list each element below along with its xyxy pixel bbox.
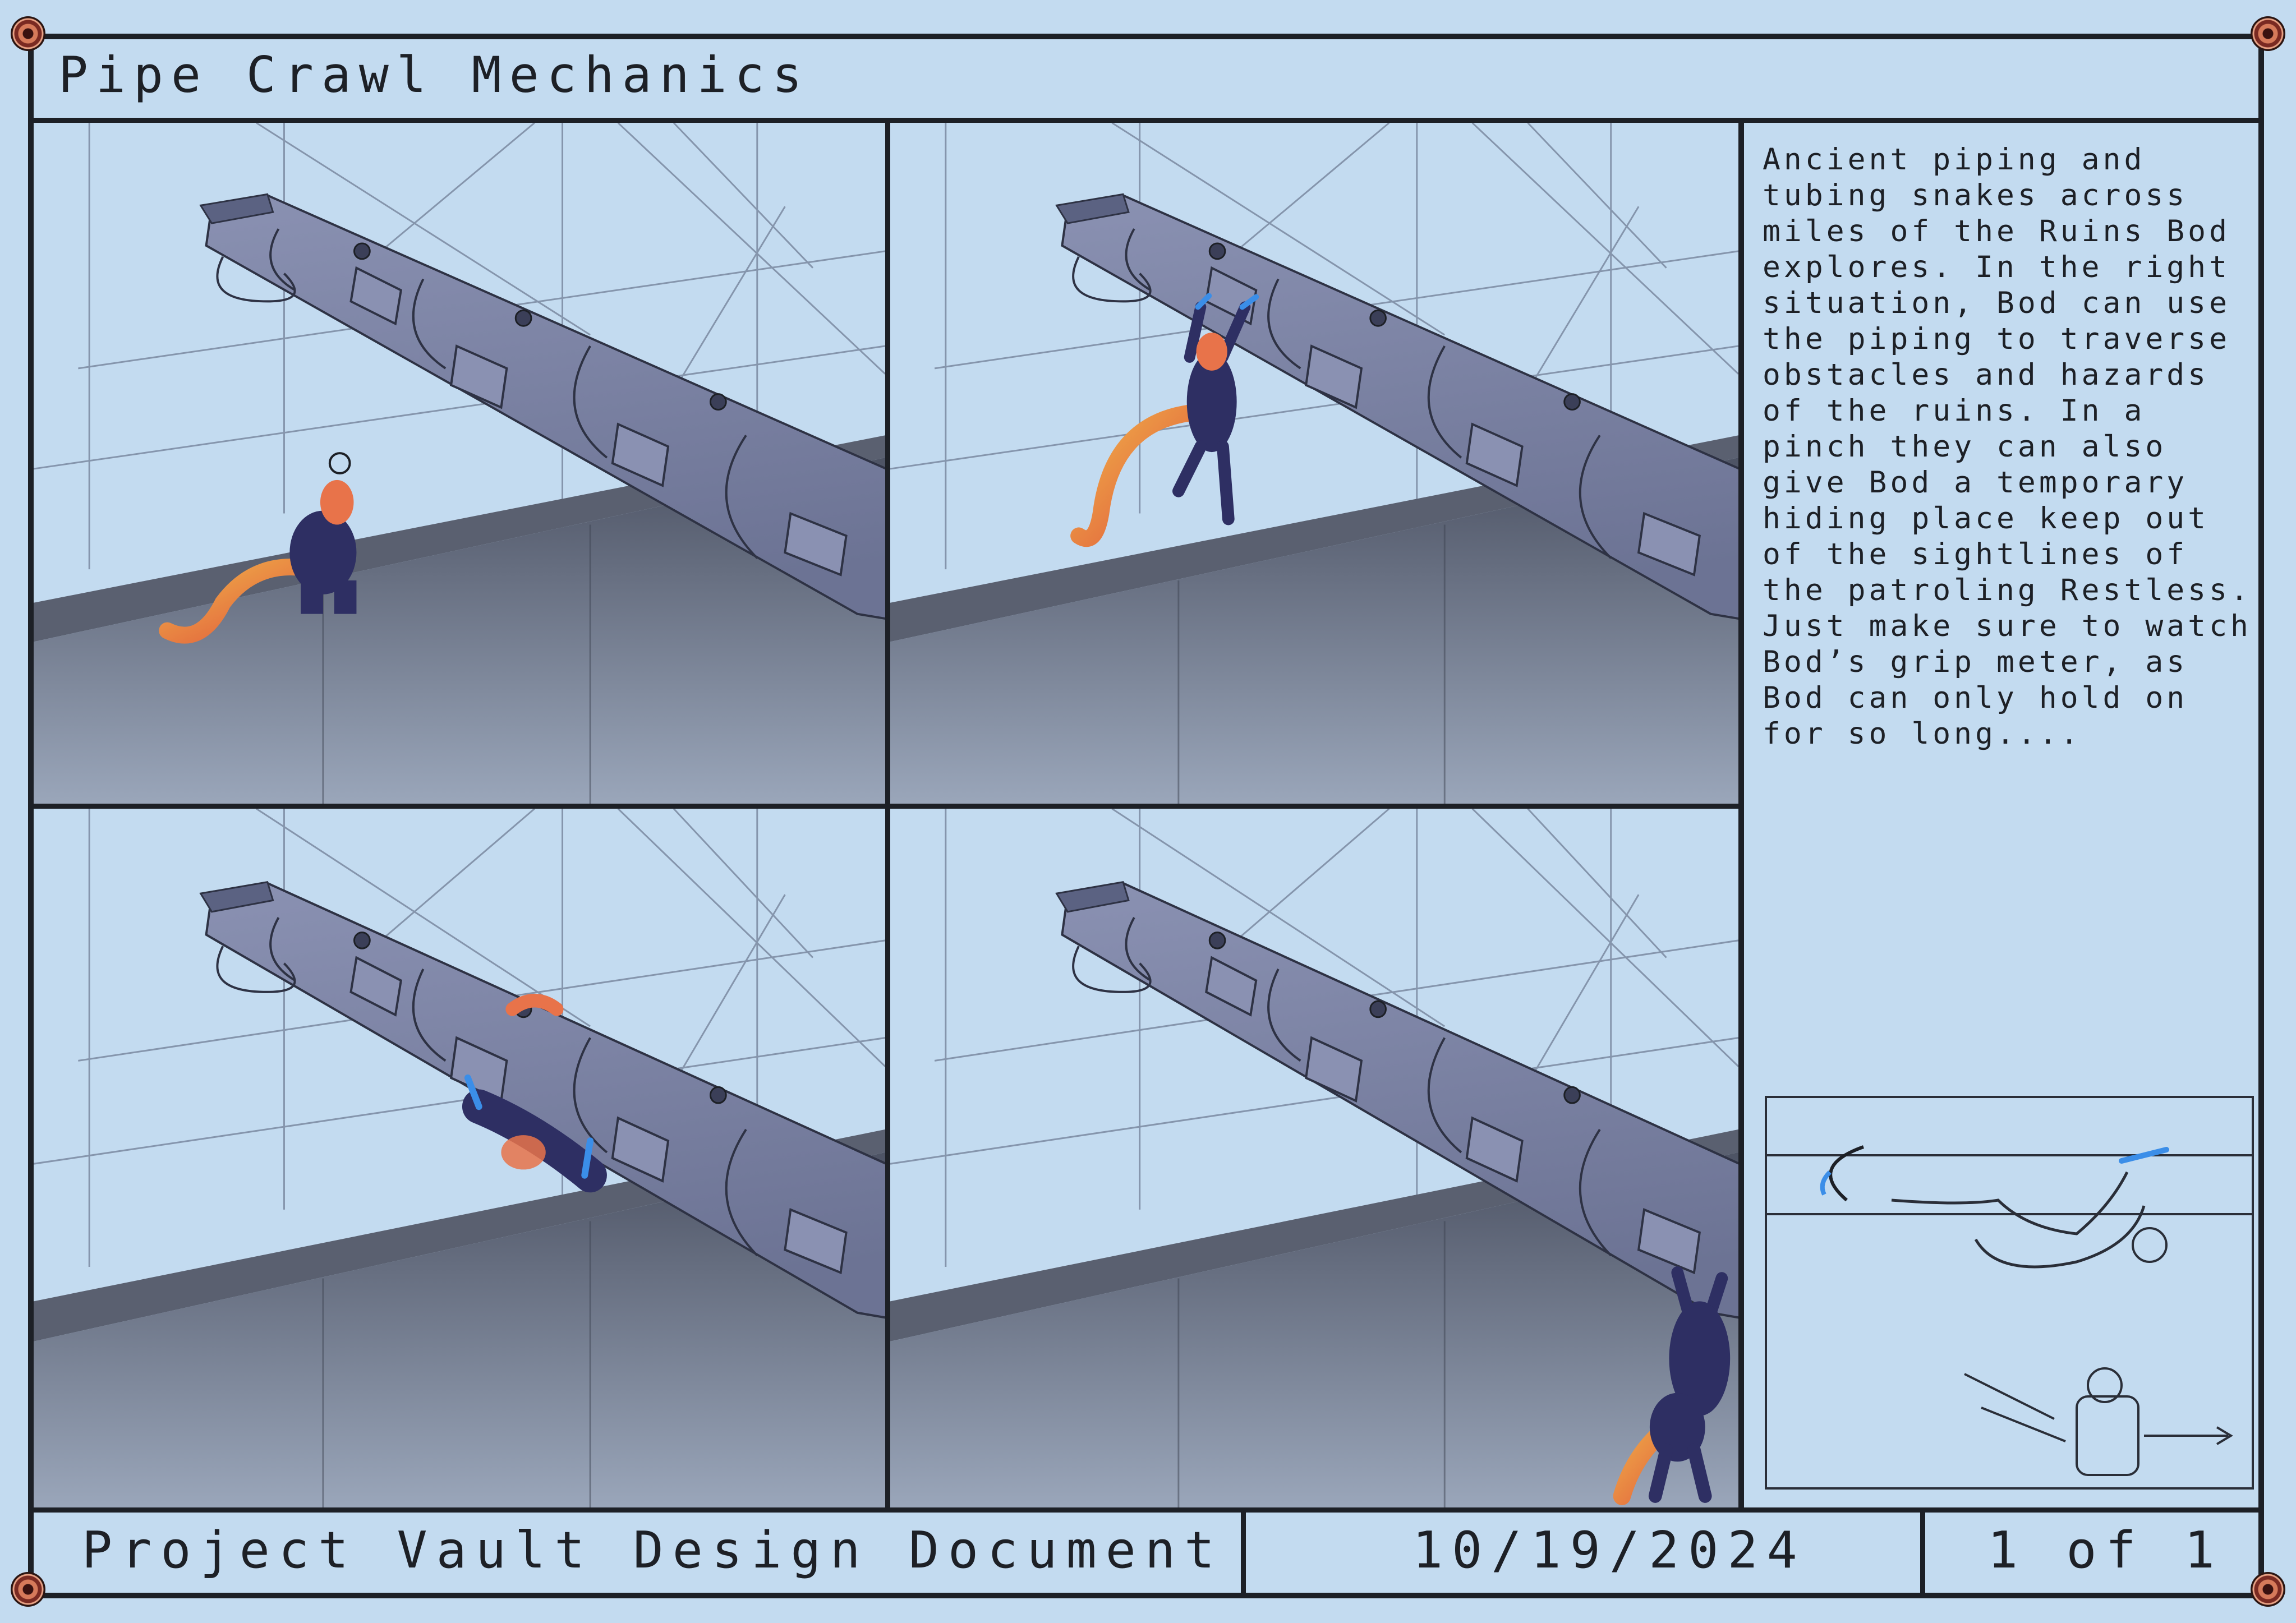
storyboard-panel-crawl-top — [34, 809, 885, 1507]
document-date: 10/19/2024 — [1412, 1521, 1806, 1580]
project-title: Project Vault Design Document — [82, 1521, 1224, 1580]
page-frame — [28, 34, 2264, 1598]
footer-divider — [28, 1507, 2264, 1513]
storyboard-panel-hang-under — [890, 809, 1738, 1507]
mechanic-description: Ancient piping and tubing snakes across … — [1763, 142, 2273, 751]
footer-divider-1 — [1241, 1510, 1246, 1598]
bod-character — [159, 479, 357, 644]
bod-character — [462, 993, 607, 1193]
footer-divider-2 — [1920, 1510, 1925, 1598]
alert-icon — [328, 452, 351, 474]
bod-character — [1070, 293, 1259, 547]
page-number: 1 of 1 — [1987, 1521, 2224, 1580]
rivet-top-right — [2251, 16, 2285, 51]
header-divider — [28, 118, 2264, 123]
rivet-bottom-right — [2251, 1572, 2285, 1607]
page-title: Pipe Crawl Mechanics — [58, 46, 810, 104]
rivet-bottom-left — [11, 1572, 45, 1607]
storyboard-panel-jump-grab — [890, 123, 1738, 804]
bod-character — [1613, 1266, 1731, 1505]
sidebar-divider — [1738, 120, 1744, 1511]
storyboard-panel-approach — [34, 123, 885, 804]
grip-sketch-thumbnail — [1763, 1094, 2256, 1492]
panel-column-divider — [885, 120, 890, 1511]
rivet-top-left — [11, 16, 45, 51]
